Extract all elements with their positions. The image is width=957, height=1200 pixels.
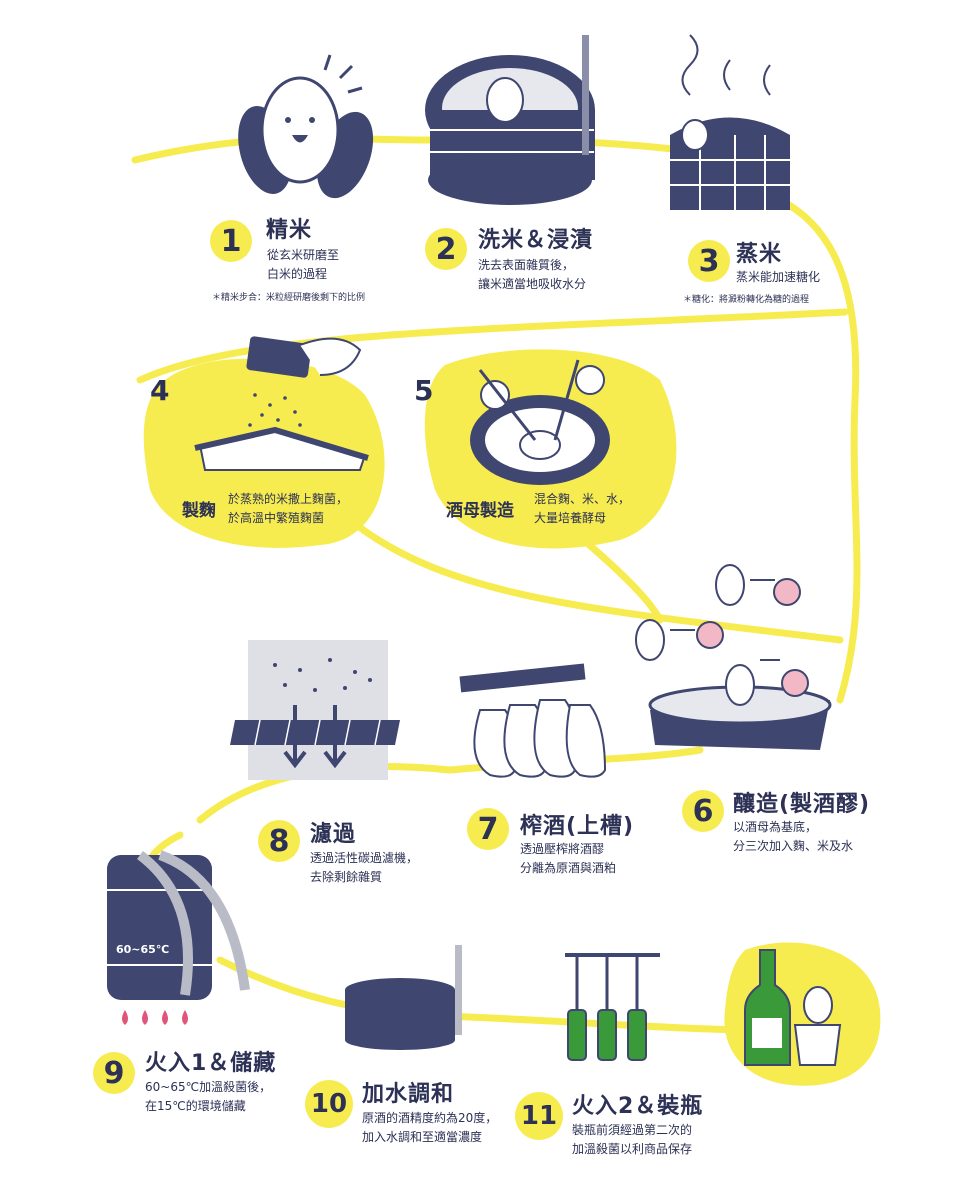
step-6-title: 釀造(製酒醪)	[733, 792, 871, 817]
step-1-number: 1	[210, 220, 252, 262]
step-3-title: 蒸米	[736, 242, 783, 267]
step-1-desc-line1: 從玄米研磨至	[267, 248, 340, 262]
step-2-desc-line1: 洗去表面雜質後，	[478, 258, 575, 272]
step-10-number: 10	[305, 1080, 353, 1128]
step-4-title: 製麴	[182, 501, 216, 521]
step-7-number: 7	[467, 808, 509, 850]
step-1-note: ＊精米步合：米粒經研磨後剩下的比例	[212, 293, 366, 303]
step-5-number: 5	[414, 374, 434, 407]
step-9-number: 9	[93, 1052, 135, 1094]
yeast-starter-illustration	[470, 359, 610, 485]
step-7-desc-line1: 透過壓榨將酒醪	[520, 842, 605, 856]
step-4-desc-line1: 於蒸熟的米撒上麴菌，	[228, 492, 349, 506]
step-11-desc-line1: 裝瓶前須經過第二次的	[572, 1123, 693, 1137]
rice-polishing-illustration	[238, 54, 374, 199]
pressing-illustration	[459, 663, 607, 778]
step-4-desc-line2: 於高溫中繁殖麴菌	[228, 511, 325, 525]
step-10-title: 加水調和	[362, 1082, 455, 1107]
tank-temperature-label: 60~65℃	[116, 943, 170, 956]
step-10-desc-line1: 原酒的酒精度約為20度，	[362, 1111, 498, 1125]
step-8-title: 濾過	[310, 822, 357, 847]
step-3-note: ＊糖化：將澱粉轉化為糖的過程	[683, 295, 810, 305]
step-2-desc-line2: 讓米適當地吸收水分	[478, 277, 587, 291]
step-9-title: 火入1＆儲藏	[145, 1051, 277, 1076]
step-9-desc-line2: 在15℃的環境儲藏	[145, 1099, 246, 1113]
rice-steaming-illustration	[670, 34, 790, 210]
step-11-desc-line2: 加溫殺菌以利商品保存	[572, 1142, 693, 1156]
step-5-title: 酒母製造	[446, 501, 514, 521]
step-4-number: 4	[150, 374, 170, 407]
step-1-title: 精米	[266, 218, 313, 243]
step-8-desc-line1: 透過活性碳過濾機，	[310, 851, 419, 865]
koji-making-illustration	[194, 336, 369, 471]
rice-washing-illustration	[425, 35, 595, 205]
bottling-illustration	[565, 949, 842, 1066]
step-8-desc-line2: 去除剩餘雜質	[310, 870, 383, 884]
step-10-desc-line2: 加入水調和至適當濃度	[362, 1130, 483, 1144]
step-9-desc-line1: 60~65℃加溫殺菌後，	[145, 1080, 272, 1094]
step-8-number: 8	[258, 820, 300, 862]
step-2-number: 2	[425, 228, 467, 270]
step-11-title: 火入2＆裝瓶	[572, 1094, 704, 1119]
step-6-number: 6	[682, 790, 724, 832]
blending-illustration	[345, 945, 462, 1050]
step-6-desc-line2: 分三次加入麴、米及水	[733, 839, 854, 853]
step-3-number: 3	[688, 240, 730, 282]
step-2-title: 洗米＆浸漬	[478, 228, 594, 253]
step-6-desc-line1: 以酒母為基底，	[733, 820, 818, 834]
step-3-desc-line1: 蒸米能加速糖化	[736, 270, 821, 284]
step-11-number: 11	[515, 1092, 563, 1140]
step-1-desc-line2: 白米的過程	[267, 267, 328, 281]
brewing-illustration	[635, 564, 832, 750]
step-5-desc-line2: 大量培養酵母	[534, 511, 607, 525]
step-7-title: 榨酒(上槽)	[520, 814, 635, 839]
pasteurize-storage-illustration	[107, 850, 250, 1025]
step-7-desc-line2: 分離為原酒與酒粕	[520, 861, 617, 875]
step-5-desc-line1: 混合麴、米、水，	[534, 492, 631, 506]
filtration-illustration	[230, 640, 400, 780]
